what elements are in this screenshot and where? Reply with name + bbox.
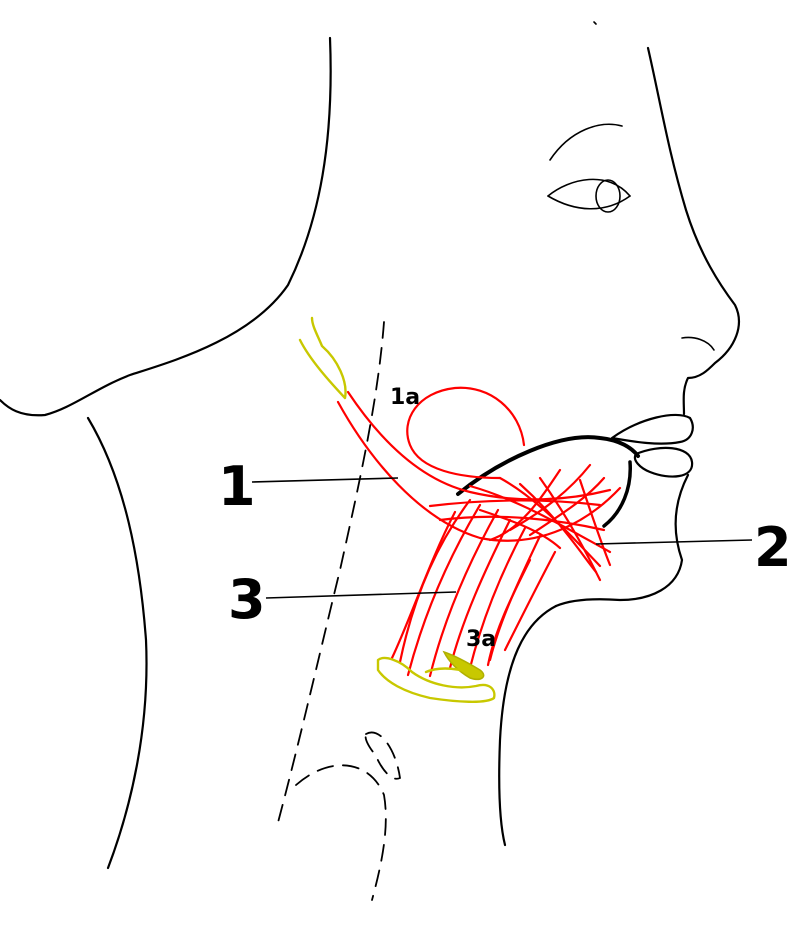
- leader-line-2: [595, 539, 753, 545]
- mandible-upper-edge: [456, 435, 640, 496]
- dashed-guides: [275, 321, 401, 901]
- leader-line-3: [265, 591, 457, 599]
- hyoid-bone-crest: [424, 667, 480, 678]
- muscle-loop-1a: [406, 386, 526, 480]
- hyoid-bone-outline: [376, 656, 496, 703]
- hyoid-bone-3a-process: [442, 650, 485, 681]
- leader-line-1: [251, 477, 399, 483]
- muscle-fibre-3-d: [448, 518, 512, 670]
- muscle-fibre-f: [538, 476, 602, 582]
- label-1a: 1a: [390, 385, 420, 410]
- muscle-fibre-3-b: [406, 503, 482, 677]
- muscle-fibre-g: [488, 468, 562, 542]
- eye-upper-lid: [547, 178, 631, 197]
- ear-curve: [593, 21, 597, 25]
- lower-lip: [633, 446, 694, 478]
- muscle-fibre-j: [578, 478, 612, 567]
- muscle-fibre-1-lower: [336, 400, 622, 542]
- face-profile: [646, 46, 740, 416]
- muscle-fibres: [336, 386, 622, 678]
- muscle-fibre-k: [478, 508, 562, 550]
- neck-back-contour: [86, 416, 148, 870]
- hyoid-structure: [298, 316, 496, 703]
- dashed-midline: [275, 321, 385, 831]
- dashed-clavicle-arc: [295, 764, 387, 901]
- throat-front-contour: [498, 604, 558, 847]
- mouth: [456, 413, 694, 528]
- muscle-fibre-c: [468, 484, 612, 554]
- label-2: 2: [754, 516, 787, 579]
- muscle-fibre-3-h: [503, 550, 557, 652]
- styloid-process: [298, 316, 347, 400]
- chin-contour: [554, 473, 690, 608]
- label-3: 3: [228, 568, 266, 631]
- muscle-fibre-3-e: [468, 526, 527, 670]
- mandible-front-edge: [602, 460, 632, 528]
- muscle-fibre-1-upper: [346, 390, 612, 501]
- head-back-contour: [0, 36, 332, 417]
- eye-lower-lid: [547, 195, 631, 210]
- muscle-fibre-3-g: [486, 558, 532, 667]
- dashed-trachea-ring: [364, 731, 401, 780]
- eyebrow: [549, 123, 623, 161]
- eye-iris: [595, 179, 621, 213]
- muscle-fibre-e: [518, 482, 598, 574]
- muscle-fibre-3-c: [428, 508, 500, 678]
- nostril: [681, 336, 715, 351]
- upper-lip: [610, 413, 694, 445]
- body-outline: [0, 21, 740, 870]
- leader-lines: [251, 477, 753, 599]
- muscle-fibre-i: [528, 476, 606, 537]
- label-1: 1: [218, 455, 256, 518]
- muscle-fibre-3-i: [390, 510, 457, 660]
- muscle-fibre-3-f: [488, 534, 542, 662]
- label-3a: 3a: [466, 627, 496, 652]
